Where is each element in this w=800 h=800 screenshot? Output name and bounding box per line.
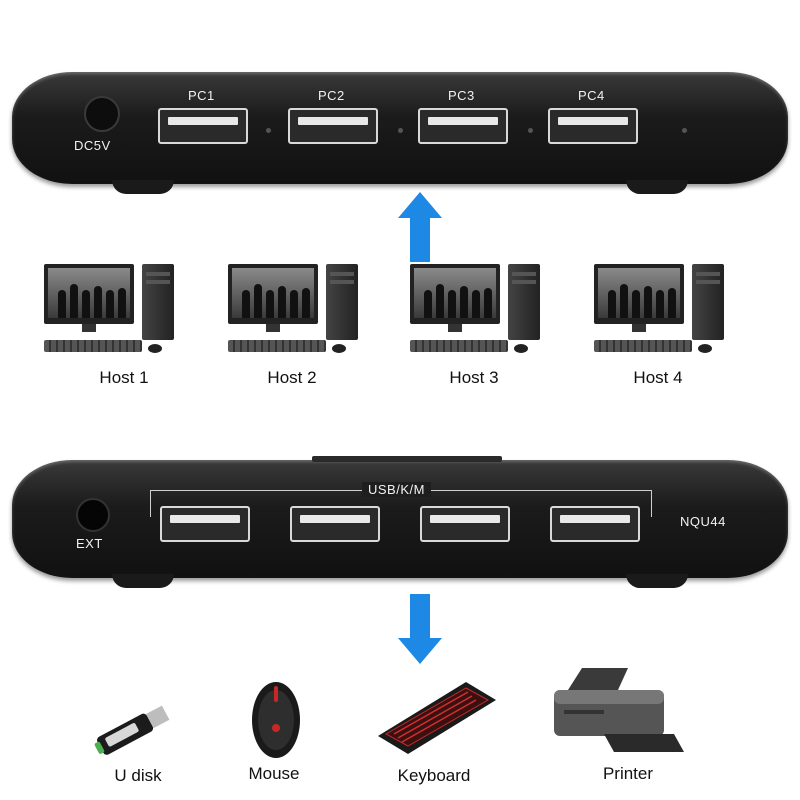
- arrow-up-icon: [398, 192, 442, 262]
- dc-power-jack[interactable]: [84, 96, 120, 132]
- pc3-label: PC3: [448, 88, 475, 103]
- host-computer-4: [594, 264, 734, 354]
- device-foot: [112, 180, 174, 194]
- usb-km-port-2[interactable]: [290, 506, 380, 542]
- keyboard-label: Keyboard: [397, 766, 471, 785]
- keyboard-icon: [228, 340, 326, 352]
- host-computer-2: [228, 264, 368, 354]
- host-4-label: Host 4: [633, 368, 683, 387]
- usb-km-port-3[interactable]: [420, 506, 510, 542]
- kvm-switch-peripheral-side: EXT USB/K/M NQU44: [12, 456, 788, 578]
- pc-tower-icon: [508, 264, 540, 340]
- printer-icon: [554, 668, 684, 752]
- usb-km-label: USB/K/M: [362, 482, 431, 497]
- pc4-indicator-led: [682, 128, 687, 133]
- host-2-label: Host 2: [267, 368, 317, 387]
- pc-tower-icon: [692, 264, 724, 340]
- pc-tower-icon: [326, 264, 358, 340]
- host-computer-3: [410, 264, 550, 354]
- pc3-usb-port[interactable]: [418, 108, 508, 144]
- mouse-icon: [514, 344, 528, 353]
- pc1-indicator-led: [266, 128, 271, 133]
- pc1-usb-port[interactable]: [158, 108, 248, 144]
- usb-km-port-1[interactable]: [160, 506, 250, 542]
- pc4-usb-port[interactable]: [548, 108, 638, 144]
- pc-tower-icon: [142, 264, 174, 340]
- pc2-usb-port[interactable]: [288, 108, 378, 144]
- monitor-icon: [44, 264, 134, 324]
- ext-label: EXT: [76, 536, 103, 551]
- device-foot: [626, 180, 688, 194]
- pc2-indicator-led: [398, 128, 403, 133]
- monitor-icon: [410, 264, 500, 324]
- dc5v-label: DC5V: [74, 138, 111, 153]
- host-1-label: Host 1: [99, 368, 149, 387]
- monitor-icon: [594, 264, 684, 324]
- gaming-mouse-icon: [252, 682, 300, 758]
- mouse-icon: [148, 344, 162, 353]
- ext-jack[interactable]: [76, 498, 110, 532]
- monitor-icon: [228, 264, 318, 324]
- keyboard-icon: [594, 340, 692, 352]
- pc3-indicator-led: [528, 128, 533, 133]
- keyboard-icon: [410, 340, 508, 352]
- pc1-label: PC1: [188, 88, 215, 103]
- mouse-icon: [332, 344, 346, 353]
- keyboard-icon: [44, 340, 142, 352]
- mouse-icon: [698, 344, 712, 353]
- pc4-label: PC4: [578, 88, 605, 103]
- mouse-label: Mouse: [248, 764, 300, 783]
- usb-flash-drive-icon: [94, 705, 170, 755]
- host-computer-1: [44, 264, 184, 354]
- host-3-label: Host 3: [449, 368, 499, 387]
- model-label: NQU44: [680, 514, 726, 529]
- usb-km-port-4[interactable]: [550, 506, 640, 542]
- arrow-down-icon: [398, 594, 442, 664]
- mechanical-keyboard-icon: [378, 682, 496, 754]
- printer-label: Printer: [602, 764, 654, 783]
- kvm-switch-host-side: DC5V PC1 PC2 PC3 PC4: [12, 72, 788, 184]
- top-ridge: [312, 456, 502, 462]
- u-disk-label: U disk: [114, 766, 162, 785]
- device-foot: [626, 574, 688, 588]
- pc2-label: PC2: [318, 88, 345, 103]
- device-foot: [112, 574, 174, 588]
